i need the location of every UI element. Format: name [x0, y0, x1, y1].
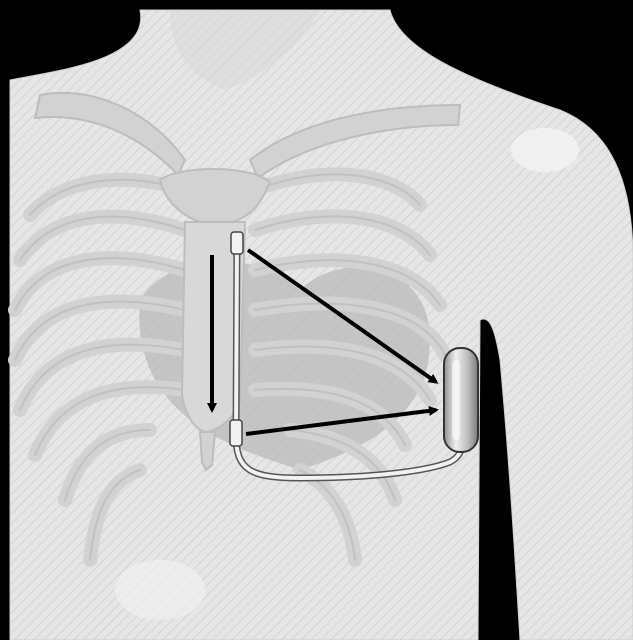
lead-electrode-bottom-icon [230, 420, 242, 446]
shoulder-highlight [511, 128, 579, 172]
lead-electrode-top-icon [231, 232, 243, 254]
abdomen-highlight [115, 560, 205, 620]
pulse-generator-icon [444, 348, 478, 452]
xiphoid-process [200, 432, 215, 470]
